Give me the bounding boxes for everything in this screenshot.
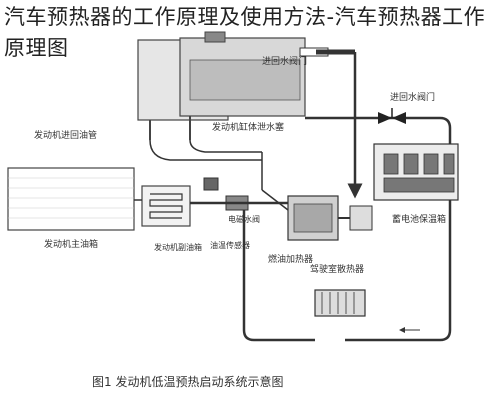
label-engine-block-drain: 发动机缸体泄水塞 [212, 121, 284, 133]
top-coolant-pipe [299, 47, 357, 140]
label-fuel-return-pipe: 发动机进回油管 [34, 129, 97, 141]
coolant-loop [242, 140, 420, 342]
label-inlet-return-valve-right: 进回水阀门 [390, 91, 435, 103]
page-title: 汽车预热器的工作原理及使用方法-汽车预热器工作原理图 [4, 5, 486, 60]
label-aux-tank: 发动机副油箱 [154, 242, 202, 252]
label-temp-sensor: 油温传感器 [210, 240, 250, 250]
main-fuel-tank [7, 167, 135, 231]
engine [137, 31, 306, 140]
fuel-heater [261, 189, 373, 241]
aux-fuel-tank [134, 185, 191, 227]
label-heater: 燃油加热器 [268, 253, 313, 265]
label-inlet-return-valve-top: 进回水阀门 [262, 55, 307, 67]
battery-box [373, 143, 459, 201]
right-coolant-pipe [305, 108, 452, 342]
label-cab-radiator: 驾驶室散热器 [310, 263, 364, 275]
label-battery-box: 蓄电池保温箱 [392, 213, 446, 225]
solenoid-valve [190, 195, 300, 211]
temp-sensor [203, 177, 219, 191]
fuel-return-pipe [149, 139, 263, 190]
label-main-tank: 发动机主油箱 [44, 238, 98, 250]
diagram-caption: 图1 发动机低温预热启动系统示意图 [92, 374, 283, 389]
cab-radiator [314, 289, 366, 317]
